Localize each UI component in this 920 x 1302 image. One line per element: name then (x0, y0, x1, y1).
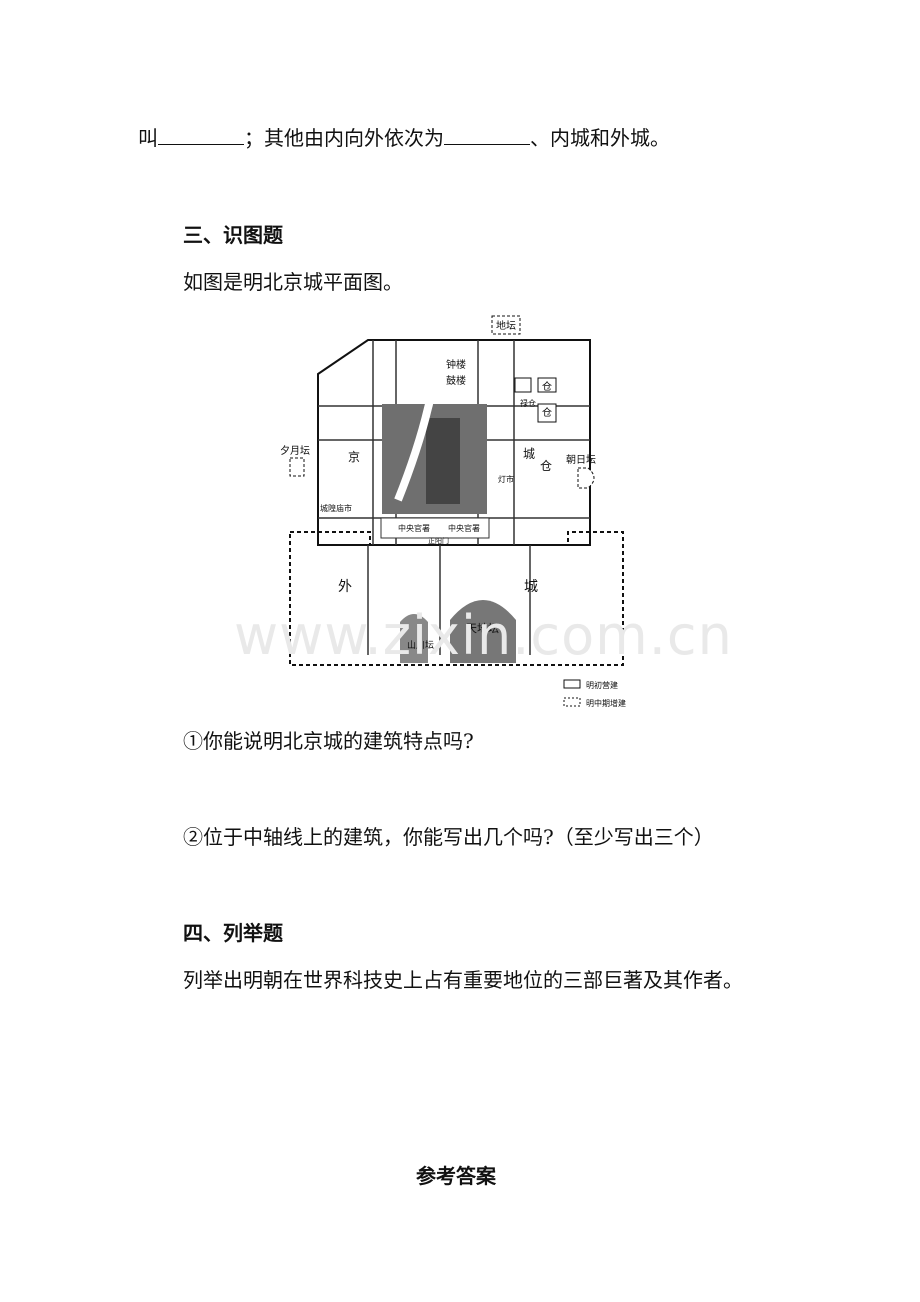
section-3-title: 三、识图题 (183, 223, 283, 247)
ditan-altar (491, 315, 521, 335)
inner-city-wall (317, 339, 591, 546)
section-3-intro: 如图是明北京城平面图。 (183, 270, 403, 294)
svg-text:仓: 仓 (542, 380, 552, 393)
fill-in-line: 叫；其他由内向外依次为、内城和外城。 (138, 126, 670, 150)
svg-text:禄仓: 禄仓 (520, 398, 536, 408)
svg-text:外: 外 (338, 579, 352, 595)
svg-text:中央官署: 中央官署 (448, 523, 480, 533)
svg-text:天地坛: 天地坛 (466, 622, 499, 635)
svg-text:明中期增建: 明中期增建 (586, 698, 626, 708)
svg-text:正阳门: 正阳门 (428, 536, 449, 545)
svg-text:城隍庙市: 城隍庙市 (320, 503, 352, 513)
svg-text:仓: 仓 (542, 406, 552, 419)
central-offices (380, 517, 490, 539)
forbidden-city (426, 418, 460, 504)
answer-title: 参考答案 (416, 1164, 496, 1188)
watermark: www.zixin.com.cn (234, 604, 733, 667)
question-1: ①你能说明北京城的建筑特点吗? (183, 729, 474, 753)
answer-blank-2[interactable] (444, 126, 530, 145)
svg-text:地坛: 地坛 (496, 319, 516, 332)
xiyuetan-altar (289, 457, 305, 477)
svg-text:城: 城 (523, 447, 535, 461)
answer-blank-1[interactable] (158, 126, 244, 145)
svg-text:朝日坛: 朝日坛 (566, 454, 596, 466)
svg-text:城: 城 (524, 579, 538, 595)
outer-city-wall (289, 531, 624, 666)
svg-text:山川坛: 山川坛 (407, 640, 434, 651)
svg-text:鼓楼: 鼓楼 (446, 374, 466, 387)
shanchuan-altar (400, 614, 428, 663)
svg-text:夕月坛: 夕月坛 (280, 445, 310, 457)
question-2: ②位于中轴线上的建筑，你能写出几个吗?（至少写出三个） (183, 825, 714, 849)
section-4-text: 列举出明朝在世界科技史上占有重要地位的三部巨著及其作者。 (183, 968, 743, 992)
svg-text:明初营建: 明初营建 (586, 680, 618, 690)
svg-text:钟楼: 钟楼 (446, 358, 466, 371)
svg-text:中央官署: 中央官署 (398, 523, 430, 533)
svg-text:仓: 仓 (540, 459, 552, 473)
svg-text:灯市: 灯市 (498, 474, 514, 484)
section-4-title: 四、列举题 (183, 921, 283, 945)
beijing-ming-city-map: 地坛 钟楼 鼓楼 夕月坛 朝日坛 京 城 仓 仓 仓 禄仓 灯市 城隍庙市 中央… (280, 315, 626, 708)
chaoritan-altar (577, 467, 595, 489)
lakes (394, 346, 435, 502)
tiandi-altar (450, 600, 516, 663)
svg-text:京: 京 (348, 450, 360, 464)
